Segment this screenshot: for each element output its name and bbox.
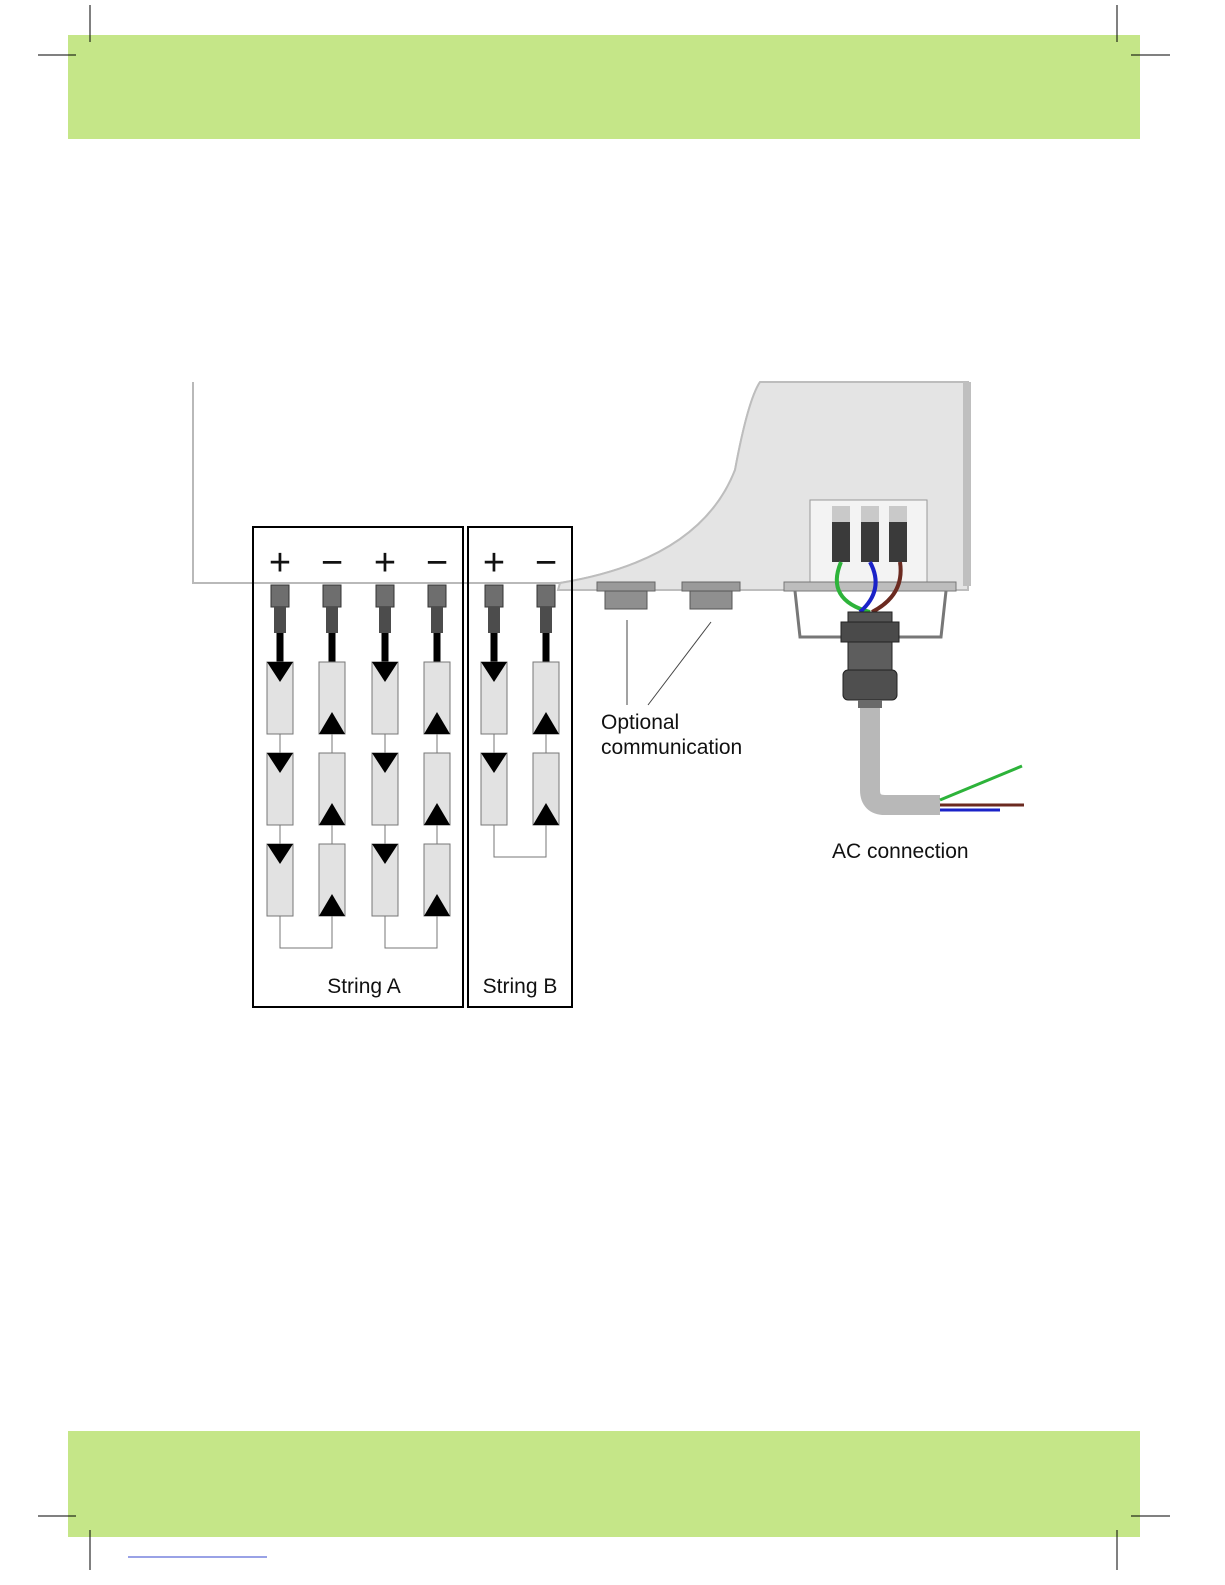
dc-lead — [543, 633, 550, 663]
dc-connector-body — [274, 607, 286, 633]
string-b-label: String B — [483, 975, 558, 998]
ac-cable-wire-ends — [940, 766, 1024, 810]
dc-connector-body — [488, 607, 500, 633]
dc-lead — [434, 633, 441, 663]
pv-modules — [267, 662, 559, 948]
string-jumper — [385, 916, 437, 948]
string-jumper — [280, 916, 332, 948]
ac-connection-label: AC connection — [832, 840, 969, 863]
communication-ports — [597, 582, 740, 705]
dc-lead — [329, 633, 336, 663]
comm-label-line1: Optional — [601, 711, 679, 734]
dc-connector-plug — [323, 585, 341, 607]
terminal-plus-3: + — [483, 542, 505, 584]
dc-connector-plug — [428, 585, 446, 607]
cable-gland — [841, 612, 899, 708]
dc-connector-plug — [271, 585, 289, 607]
dc-connector-plug — [485, 585, 503, 607]
terminal-plus-2: + — [374, 542, 396, 584]
terminal-minus-3: − — [535, 542, 557, 584]
comm-label-line2: communication — [601, 736, 742, 759]
dc-connector-body — [326, 607, 338, 633]
dc-connector-plug — [537, 585, 555, 607]
crop-marks — [38, 5, 1170, 1570]
dc-connector-body — [540, 607, 552, 633]
terminal-minus-2: − — [426, 542, 448, 584]
dc-lead — [491, 633, 498, 663]
dc-connector-body — [379, 607, 391, 633]
dc-lead — [382, 633, 389, 663]
terminal-plus-1: + — [269, 542, 291, 584]
dc-connector-body — [431, 607, 443, 633]
terminal-symbols: + − + − + − — [269, 542, 557, 584]
string-a-label: String A — [327, 975, 401, 998]
terminal-minus-1: − — [321, 542, 343, 584]
string-jumper — [494, 825, 546, 857]
dc-connector-plug — [376, 585, 394, 607]
dc-lead — [277, 633, 284, 663]
ac-cable — [870, 708, 940, 805]
dc-connectors — [271, 585, 555, 663]
